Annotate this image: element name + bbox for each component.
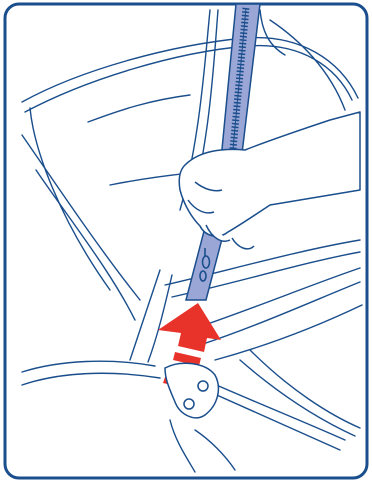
instruction-illustration <box>0 0 372 483</box>
illustration-canvas <box>0 0 372 483</box>
